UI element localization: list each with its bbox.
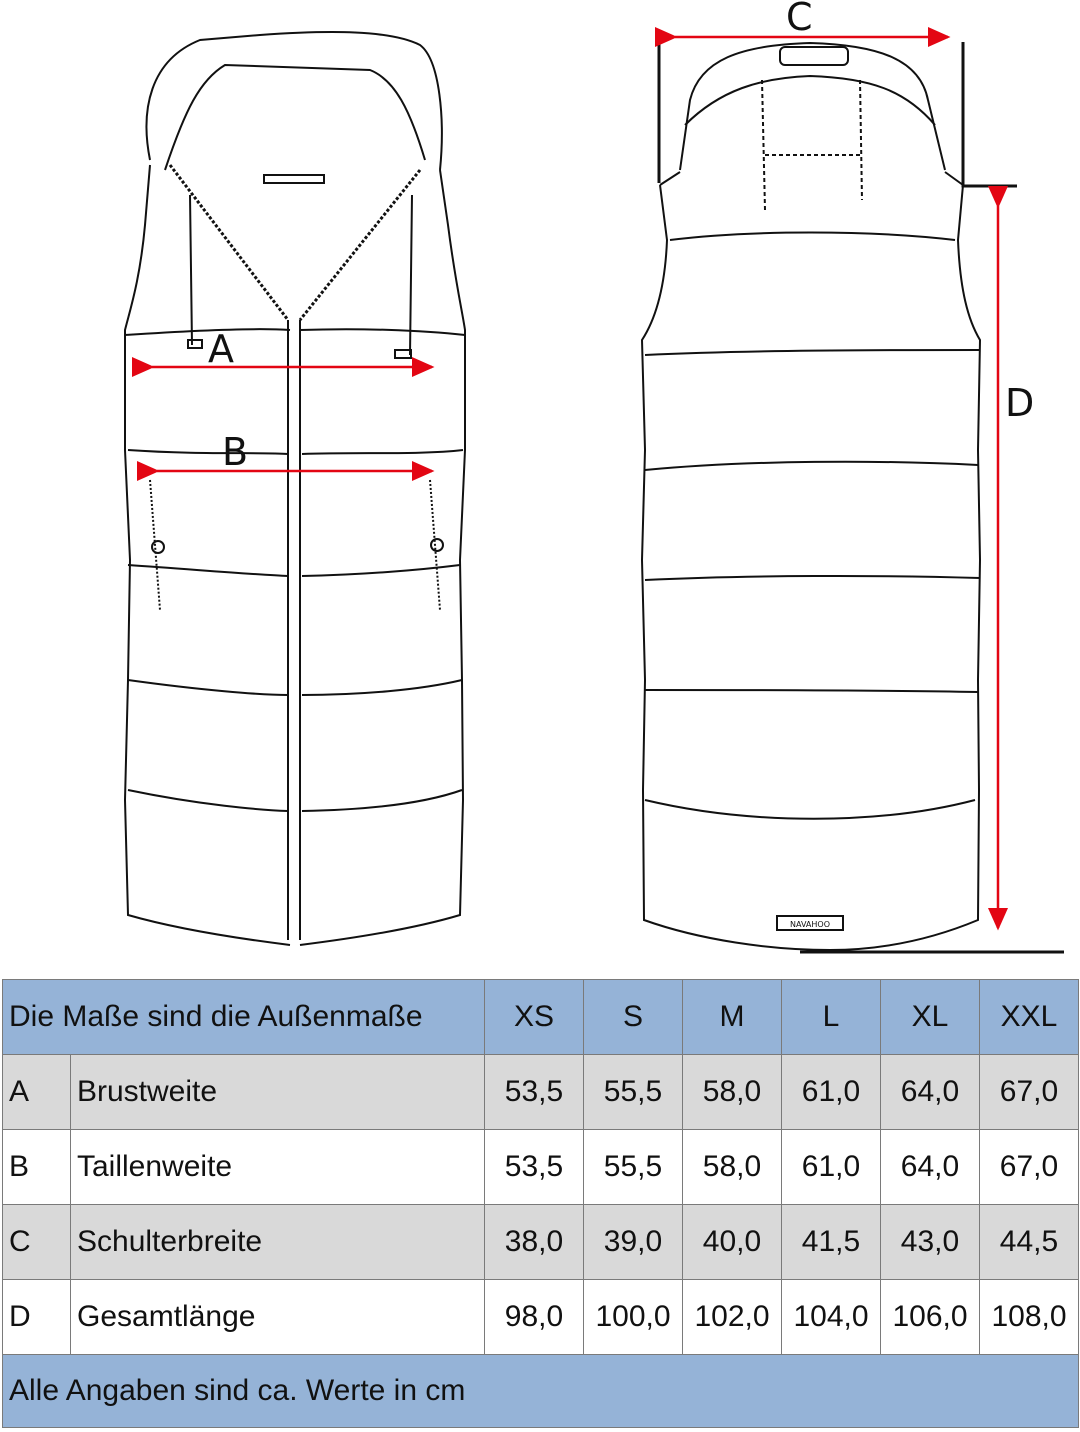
vest-front-drawing: [123, 31, 466, 946]
row-value: 53,5: [484, 1129, 584, 1205]
footer-note: Alle Angaben sind ca. Werte in cm: [2, 1354, 1079, 1428]
row-key: B: [2, 1129, 71, 1205]
table-footer-row: Alle Angaben sind ca. Werte in cm: [2, 1354, 1079, 1428]
row-value: 41,5: [781, 1204, 881, 1280]
row-key: C: [2, 1204, 71, 1280]
row-value: 58,0: [682, 1129, 782, 1205]
table-header-row: Die Maße sind die Außenmaße XS S M L XL …: [2, 979, 1079, 1055]
row-value: 53,5: [484, 1054, 584, 1130]
size-header: XL: [880, 979, 980, 1055]
size-chart-table: Die Maße sind die Außenmaße XS S M L XL …: [2, 979, 1079, 1428]
row-value: 67,0: [979, 1129, 1079, 1205]
table-row: A Brustweite 53,5 55,5 58,0 61,0 64,0 67…: [2, 1054, 1079, 1130]
row-value: 61,0: [781, 1129, 881, 1205]
row-value: 61,0: [781, 1054, 881, 1130]
row-key: D: [2, 1279, 71, 1355]
size-header: M: [682, 979, 782, 1055]
brand-tag-text: NAVAHOO: [790, 920, 830, 929]
row-value: 44,5: [979, 1204, 1079, 1280]
measure-bracket-c: [657, 40, 1064, 954]
size-header: L: [781, 979, 881, 1055]
size-header: XS: [484, 979, 584, 1055]
size-header: S: [583, 979, 683, 1055]
row-name: Gesamtlänge: [70, 1279, 485, 1355]
size-header: XXL: [979, 979, 1079, 1055]
label-a: A: [208, 327, 234, 371]
vest-back-drawing: [640, 41, 982, 951]
row-value: 98,0: [484, 1279, 584, 1355]
label-c: C: [786, 0, 813, 39]
row-value: 39,0: [583, 1204, 683, 1280]
row-value: 108,0: [979, 1279, 1079, 1355]
row-value: 55,5: [583, 1054, 683, 1130]
row-value: 58,0: [682, 1054, 782, 1130]
row-name: Brustweite: [70, 1054, 485, 1130]
row-value: 102,0: [682, 1279, 782, 1355]
row-value: 64,0: [880, 1129, 980, 1205]
vest-measurement-diagram: A B NAVAHOO: [123, 0, 1064, 954]
row-value: 100,0: [583, 1279, 683, 1355]
row-value: 55,5: [583, 1129, 683, 1205]
table-row: D Gesamtlänge 98,0 100,0 102,0 104,0 106…: [2, 1279, 1079, 1355]
row-name: Schulterbreite: [70, 1204, 485, 1280]
row-value: 67,0: [979, 1054, 1079, 1130]
row-value: 106,0: [880, 1279, 980, 1355]
row-value: 38,0: [484, 1204, 584, 1280]
row-value: 64,0: [880, 1054, 980, 1130]
row-key: A: [2, 1054, 71, 1130]
table-row: B Taillenweite 53,5 55,5 58,0 61,0 64,0 …: [2, 1129, 1079, 1205]
row-name: Taillenweite: [70, 1129, 485, 1205]
table-header-title: Die Maße sind die Außenmaße: [2, 979, 485, 1055]
label-b: B: [222, 430, 248, 474]
row-value: 40,0: [682, 1204, 782, 1280]
row-value: 43,0: [880, 1204, 980, 1280]
label-d: D: [1005, 381, 1034, 425]
row-value: 104,0: [781, 1279, 881, 1355]
table-row: C Schulterbreite 38,0 39,0 40,0 41,5 43,…: [2, 1204, 1079, 1280]
